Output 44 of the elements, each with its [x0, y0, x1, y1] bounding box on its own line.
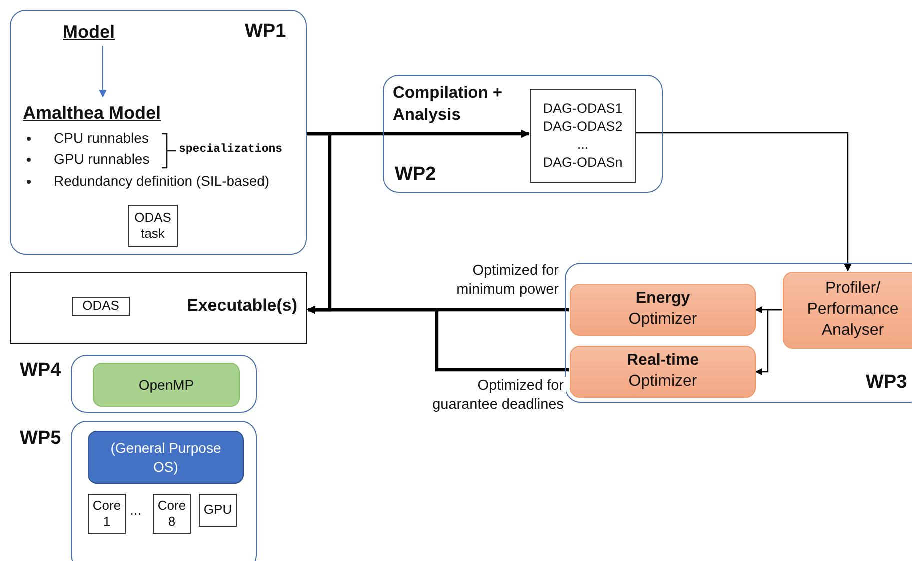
- package-label: WP1: [245, 21, 286, 43]
- box-text: Real-time: [626, 351, 700, 372]
- optimizer-box: [570, 284, 756, 336]
- task-box: [72, 297, 130, 316]
- box-text: Core 1: [92, 498, 122, 530]
- box-text: ODAS task: [134, 210, 172, 242]
- package-label: WP2: [395, 164, 436, 186]
- list-item: Redundancy definition (SIL-based): [54, 173, 270, 189]
- annotation-text: specializations: [179, 143, 283, 156]
- box-text: Energy: [636, 289, 690, 310]
- box-text: Core 8: [156, 498, 188, 530]
- arrow: [755, 309, 782, 376]
- box-text: Optimizer: [628, 310, 698, 330]
- ellipsis-text: ...: [130, 502, 142, 518]
- runtime-box: [93, 363, 240, 407]
- list-item: GPU runnables: [54, 151, 150, 167]
- box-text: Optimizer: [628, 372, 698, 392]
- thick-arrow: [307, 306, 569, 372]
- box-text: (General Purpose OS): [110, 439, 222, 476]
- arrow: [635, 132, 852, 272]
- arrow: [99, 46, 107, 98]
- list-item: CPU runnables: [54, 130, 149, 146]
- os-box: [88, 431, 244, 484]
- task-box: [128, 205, 178, 247]
- heading: Amalthea Model: [23, 102, 162, 124]
- optimizer-box: [570, 346, 756, 398]
- executable-box: [10, 272, 307, 344]
- package-label: WP4: [20, 360, 62, 382]
- box-text: DAG-ODAS1 DAG-ODAS2 ... DAG-ODASn: [542, 100, 624, 172]
- box-text: ODAS: [82, 298, 120, 315]
- box-text: Profiler/ Performance Analyser: [806, 279, 900, 341]
- work-package-panel: [383, 75, 663, 193]
- work-package-panel: [565, 263, 912, 403]
- box-text: GPU: [204, 502, 232, 519]
- heading: Model: [63, 22, 115, 42]
- executable-label: Executable(s): [187, 296, 298, 316]
- work-package-panel: [10, 10, 307, 255]
- profiler-box: [783, 272, 912, 349]
- process-title: Compilation + Analysis: [393, 83, 504, 126]
- dag-list-box: [530, 89, 636, 183]
- gpu-box: [199, 494, 237, 527]
- box-text: OpenMP: [138, 377, 194, 393]
- package-label: WP5: [20, 428, 62, 450]
- package-label: WP3: [866, 372, 908, 394]
